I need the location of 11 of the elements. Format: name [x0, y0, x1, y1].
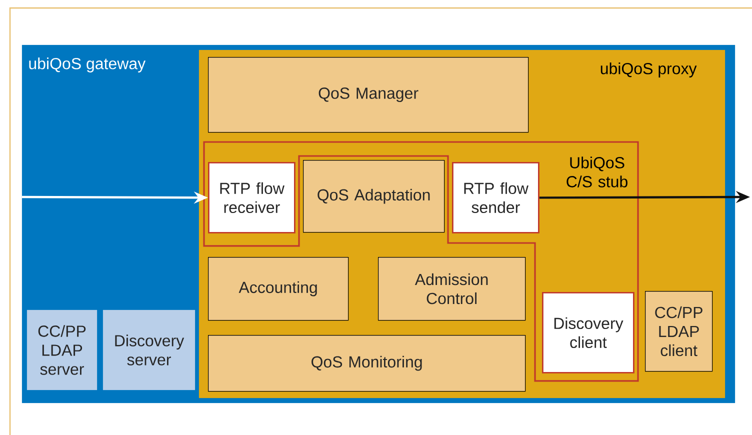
component-box: RTP flow receiver	[208, 162, 296, 234]
component-box: QoS Manager	[208, 57, 529, 133]
component-box: Accounting	[208, 256, 349, 321]
server-box: Discovery server	[102, 310, 196, 390]
component-box: CC/PP LDAP client	[645, 290, 713, 372]
component-box: Discovery client	[542, 292, 634, 374]
component-box: Admission Control	[378, 256, 526, 321]
component-box: QoS Adaptation	[303, 160, 445, 233]
component-box: QoS Monitoring	[208, 334, 526, 392]
component-box: RTP flow sender	[452, 162, 540, 234]
server-box: CC/PP LDAP server	[26, 310, 98, 390]
